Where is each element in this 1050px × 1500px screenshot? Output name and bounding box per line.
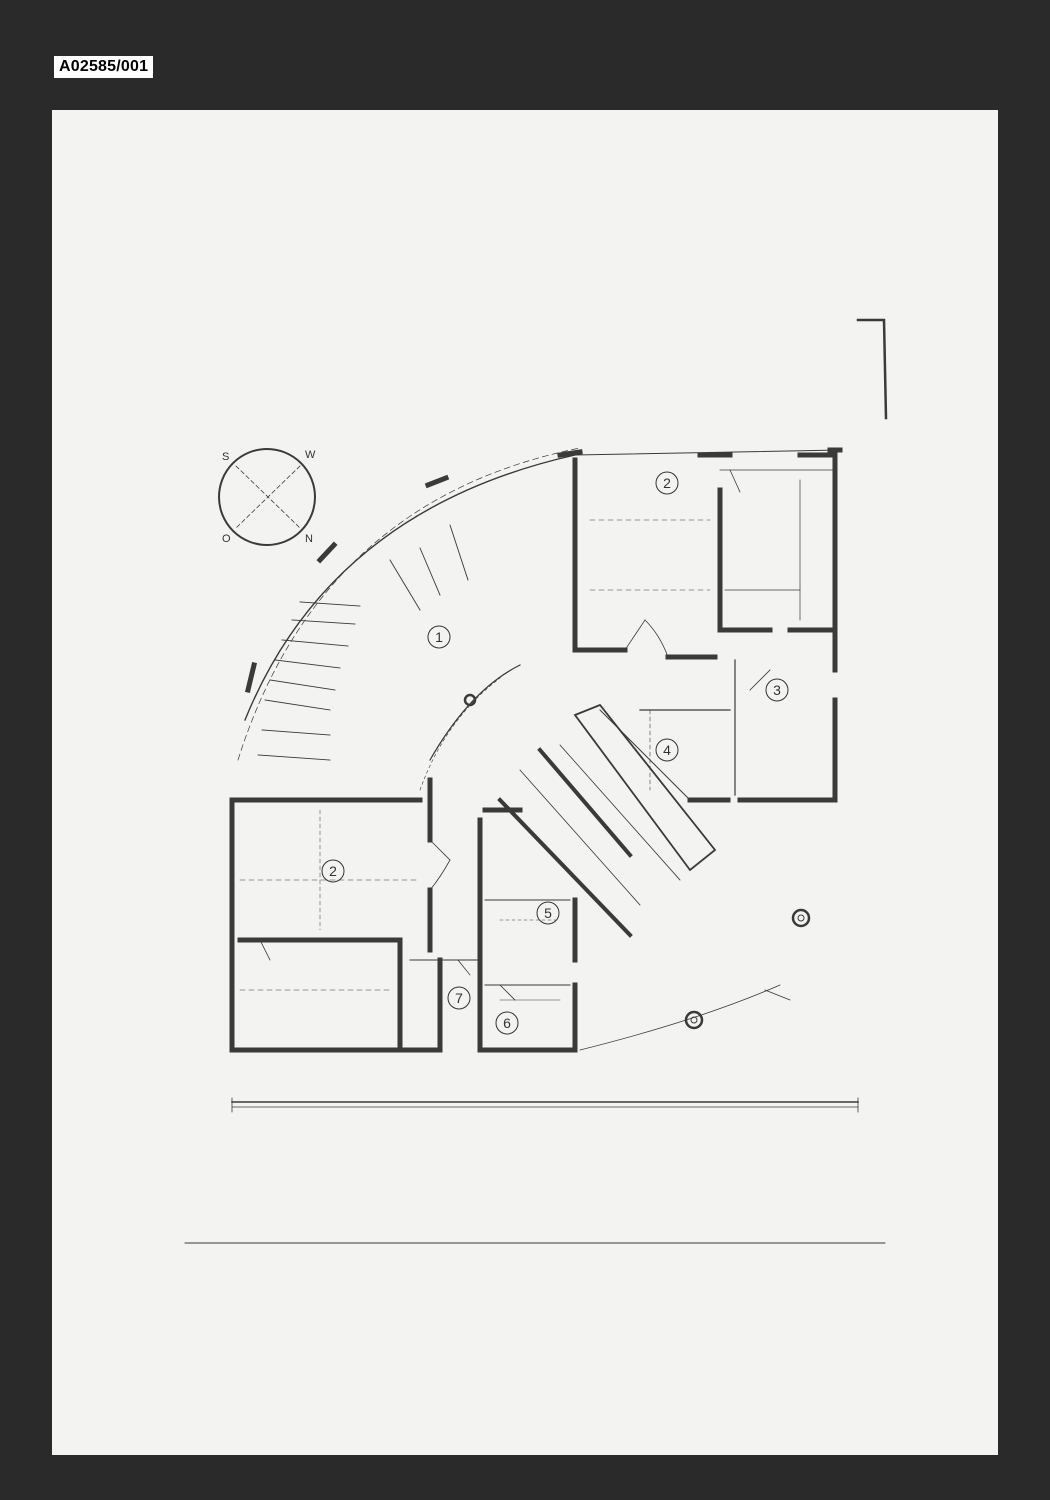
compass-w: W bbox=[305, 449, 316, 461]
compass-symbol bbox=[218, 448, 316, 546]
column-circle bbox=[684, 1010, 704, 1030]
entry-arc bbox=[579, 984, 781, 1051]
drawing-sheet: 1 2 2 3 4 5 6 7 S W O N bbox=[52, 110, 998, 1455]
compass-o: O bbox=[222, 533, 231, 545]
room-3-walls bbox=[687, 697, 838, 803]
room-label-5: 5 bbox=[544, 905, 552, 921]
archive-reference-label: A02585/001 bbox=[54, 56, 154, 78]
room-label-2-lower: 2 bbox=[329, 863, 337, 879]
curved-facade-line bbox=[244, 454, 576, 721]
inner-arc bbox=[429, 664, 521, 761]
room-label-7: 7 bbox=[455, 990, 463, 1006]
room-label-6: 6 bbox=[503, 1015, 511, 1031]
floor-plan-drawing: 1 2 2 3 4 5 6 7 S W O N bbox=[184, 318, 888, 1244]
compass-s: S bbox=[222, 451, 229, 463]
column-circle bbox=[791, 908, 811, 928]
room-label-1: 1 bbox=[435, 629, 443, 645]
door-swings bbox=[259, 469, 771, 1001]
lower-left-walls bbox=[229, 777, 443, 1053]
radial-treads bbox=[257, 524, 469, 761]
diagonal-stair bbox=[497, 703, 717, 938]
room-markers bbox=[321, 471, 789, 1035]
room-label-2-upper: 2 bbox=[663, 475, 671, 491]
compass-n: N bbox=[305, 533, 313, 545]
upper-room-walls bbox=[572, 447, 843, 673]
room-label-4: 4 bbox=[663, 742, 671, 758]
service-room-walls bbox=[437, 807, 578, 1053]
registration-mark bbox=[856, 318, 888, 420]
room-label-3: 3 bbox=[773, 682, 781, 698]
facade-piers bbox=[244, 449, 583, 694]
facade-guide-line bbox=[237, 447, 581, 761]
